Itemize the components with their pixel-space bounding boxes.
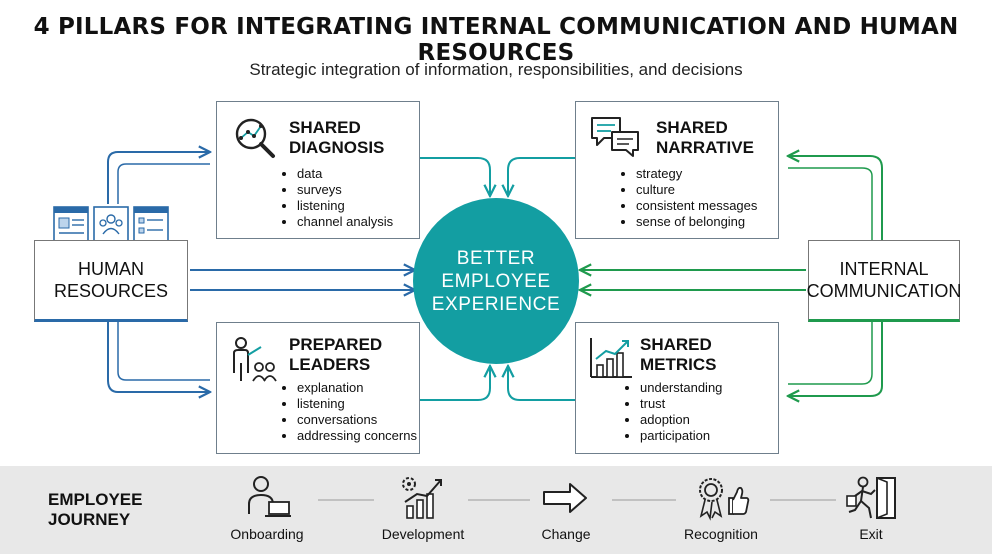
pillar-items: explanation listening conversations addr…: [285, 380, 417, 444]
list-item: participation: [640, 428, 722, 444]
growth-chart-icon: [402, 477, 442, 519]
list-item: listening: [297, 198, 393, 214]
stage-label: Recognition: [684, 526, 758, 542]
list-item: surveys: [297, 182, 393, 198]
list-item: sense of belonging: [636, 214, 757, 230]
center-line2: EMPLOYEE: [441, 270, 551, 292]
page-title: 4 PILLARS FOR INTEGRATING INTERNAL COMMU…: [33, 14, 959, 66]
bar-chart-icon: [590, 338, 632, 378]
arrow-ic-to-narrative: [788, 156, 883, 240]
center-line3: EXPERIENCE: [431, 293, 561, 315]
list-item: culture: [636, 182, 757, 198]
journey-connectors: [318, 499, 836, 501]
journey-stage-onboarding: Onboarding: [226, 474, 308, 542]
list-item: listening: [297, 396, 417, 412]
arrow-hr-to-diagnosis: [107, 152, 210, 204]
list-item: conversations: [297, 412, 417, 428]
journey-stage-recognition: Recognition: [676, 474, 766, 542]
list-item: consistent messages: [636, 198, 757, 214]
hr-label-line1: HUMAN: [78, 259, 144, 279]
stage-label: Change: [541, 526, 591, 542]
list-item: understanding: [640, 380, 722, 396]
list-item: explanation: [297, 380, 417, 396]
presenter-team-icon: [233, 337, 277, 382]
chat-bubbles-icon: [591, 117, 639, 157]
pillar-items: data surveys listening channel analysis: [285, 166, 393, 230]
ic-label-line1: INTERNAL: [839, 259, 929, 279]
list-item: trust: [640, 396, 722, 412]
person-laptop-icon: [248, 476, 291, 517]
person-exit-door-icon: [846, 476, 896, 519]
arrow-diagnosis-to-center: [420, 157, 490, 196]
connector-arrows: [107, 0, 883, 466]
center-line1: BETTER: [456, 247, 536, 269]
list-item: channel analysis: [297, 214, 393, 230]
ic-label-line2: COMMUNICATION: [806, 281, 962, 301]
journey-stage-exit: Exit: [838, 474, 904, 542]
list-item: data: [297, 166, 393, 182]
list-item: addressing concerns: [297, 428, 417, 444]
journey-stage-change: Change: [534, 474, 598, 542]
pillar-items: understanding trust adoption participati…: [628, 380, 722, 444]
award-thumbs-up-icon: [699, 478, 750, 521]
stage-label: Exit: [859, 526, 883, 542]
stage-label: Development: [381, 526, 465, 542]
list-item: strategy: [636, 166, 757, 182]
arrow-narrative-to-center: [508, 157, 575, 196]
stage-label: Onboarding: [230, 526, 304, 542]
arrow-right-icon: [543, 483, 587, 513]
magnifier-analytics-icon: [235, 118, 275, 158]
list-item: adoption: [640, 412, 722, 428]
page-subtitle: Strategic integration of information, re…: [249, 60, 743, 79]
pillar-items: strategy culture consistent messages sen…: [624, 166, 757, 230]
arrow-hr-to-leaders: [107, 322, 210, 392]
journey-stage-development: Development: [378, 474, 468, 542]
arrow-metrics-to-center: [508, 366, 575, 401]
hr-label-line2: RESOURCES: [53, 281, 169, 301]
arrow-leaders-to-center: [420, 366, 490, 401]
document-people-icon: [53, 206, 169, 242]
arrow-ic-to-metrics: [788, 322, 883, 396]
